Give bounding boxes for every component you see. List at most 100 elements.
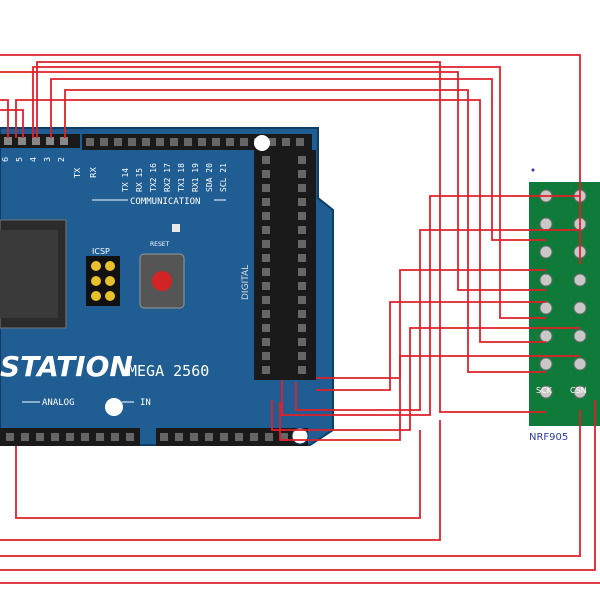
header-pin [262, 296, 270, 304]
wire [271, 327, 580, 431]
header-pin [298, 268, 306, 276]
header-pin [100, 138, 108, 146]
module-pin [539, 217, 553, 231]
header-pin [298, 226, 306, 234]
wire [279, 355, 580, 441]
header-pin [81, 433, 89, 441]
header-pin [298, 170, 306, 178]
tx-rx-label: SCL 21 [219, 163, 228, 192]
header-pin [280, 433, 288, 441]
mounting-hole [105, 398, 123, 416]
header-pin [6, 433, 14, 441]
header-pin [262, 324, 270, 332]
wire [0, 420, 441, 541]
header-pin [262, 170, 270, 178]
header-pin [36, 433, 44, 441]
wire [316, 269, 546, 379]
header-pin [142, 138, 150, 146]
header-pin [262, 352, 270, 360]
module-pin-label-sck: SCK [536, 386, 553, 395]
header-pin [262, 254, 270, 262]
header-pin [282, 138, 290, 146]
pin-number: 5 [15, 157, 24, 162]
module-pin [539, 357, 553, 371]
icsp-pins [91, 261, 115, 301]
header-pin [298, 240, 306, 248]
module-pin-label-csn: CSN [570, 386, 587, 395]
tx-rx-label: TX1 18 [177, 163, 186, 192]
header-pin [262, 268, 270, 276]
tx-rx-label: RX2 17 [163, 163, 172, 192]
header-pin [60, 137, 68, 145]
wire [64, 89, 546, 373]
wire [0, 410, 581, 557]
header-pin [51, 433, 59, 441]
wire [295, 229, 580, 411]
header-pin [298, 198, 306, 206]
header-pin [205, 433, 213, 441]
header-pin [96, 433, 104, 441]
header-pin [184, 138, 192, 146]
model-text: MEGA 2560 [128, 362, 209, 380]
header-pin [160, 433, 168, 441]
module-pin [539, 301, 553, 315]
header-pin [262, 338, 270, 346]
header-pin [298, 296, 306, 304]
header-pin [298, 184, 306, 192]
header-pin [268, 138, 276, 146]
header-pin [111, 433, 119, 441]
header-pin [250, 433, 258, 441]
module-pin [539, 273, 553, 287]
chip-top [0, 230, 58, 318]
header-pin [262, 198, 270, 206]
header-pin [298, 282, 306, 290]
tx-rx-label: TX 14 [121, 168, 130, 192]
header-pin [262, 212, 270, 220]
header-pin [296, 138, 304, 146]
header-pin [262, 310, 270, 318]
tx-rx-label: TX2 16 [149, 163, 158, 192]
analog-in-label: IN [140, 398, 151, 408]
header-pin [226, 138, 234, 146]
module-name: NRF905 [529, 432, 568, 443]
header-pin [298, 338, 306, 346]
header-pin [170, 138, 178, 146]
header-pin [262, 226, 270, 234]
header-pin [220, 433, 228, 441]
bottom-header-holes [6, 433, 303, 441]
tx-rx-label: SDA 20 [205, 163, 214, 192]
header-pin [298, 310, 306, 318]
header-pin [262, 282, 270, 290]
mounting-hole [254, 135, 270, 151]
header-pin [32, 137, 40, 145]
header-pin [126, 433, 134, 441]
wire [15, 430, 421, 519]
icsp-label: ICSP [92, 247, 110, 256]
wire [281, 195, 580, 416]
power-header [156, 428, 308, 446]
header-pin [4, 137, 12, 145]
wire [316, 301, 546, 391]
module-pin [573, 357, 587, 371]
header-pin [265, 433, 273, 441]
wire [0, 71, 546, 291]
tx-rx-label: RX 15 [135, 168, 144, 192]
wire [0, 54, 581, 264]
header-pin [298, 352, 306, 360]
module-pins [539, 189, 587, 399]
header-pin [262, 240, 270, 248]
communication-label: COMMUNICATION [130, 197, 200, 207]
status-led [172, 224, 180, 232]
header-pin [86, 138, 94, 146]
pin-number: 3 [43, 157, 52, 162]
header-pin [298, 156, 306, 164]
module-pin [539, 245, 553, 259]
header-pin [46, 137, 54, 145]
wire [32, 66, 546, 319]
reset-button[interactable] [152, 271, 172, 291]
